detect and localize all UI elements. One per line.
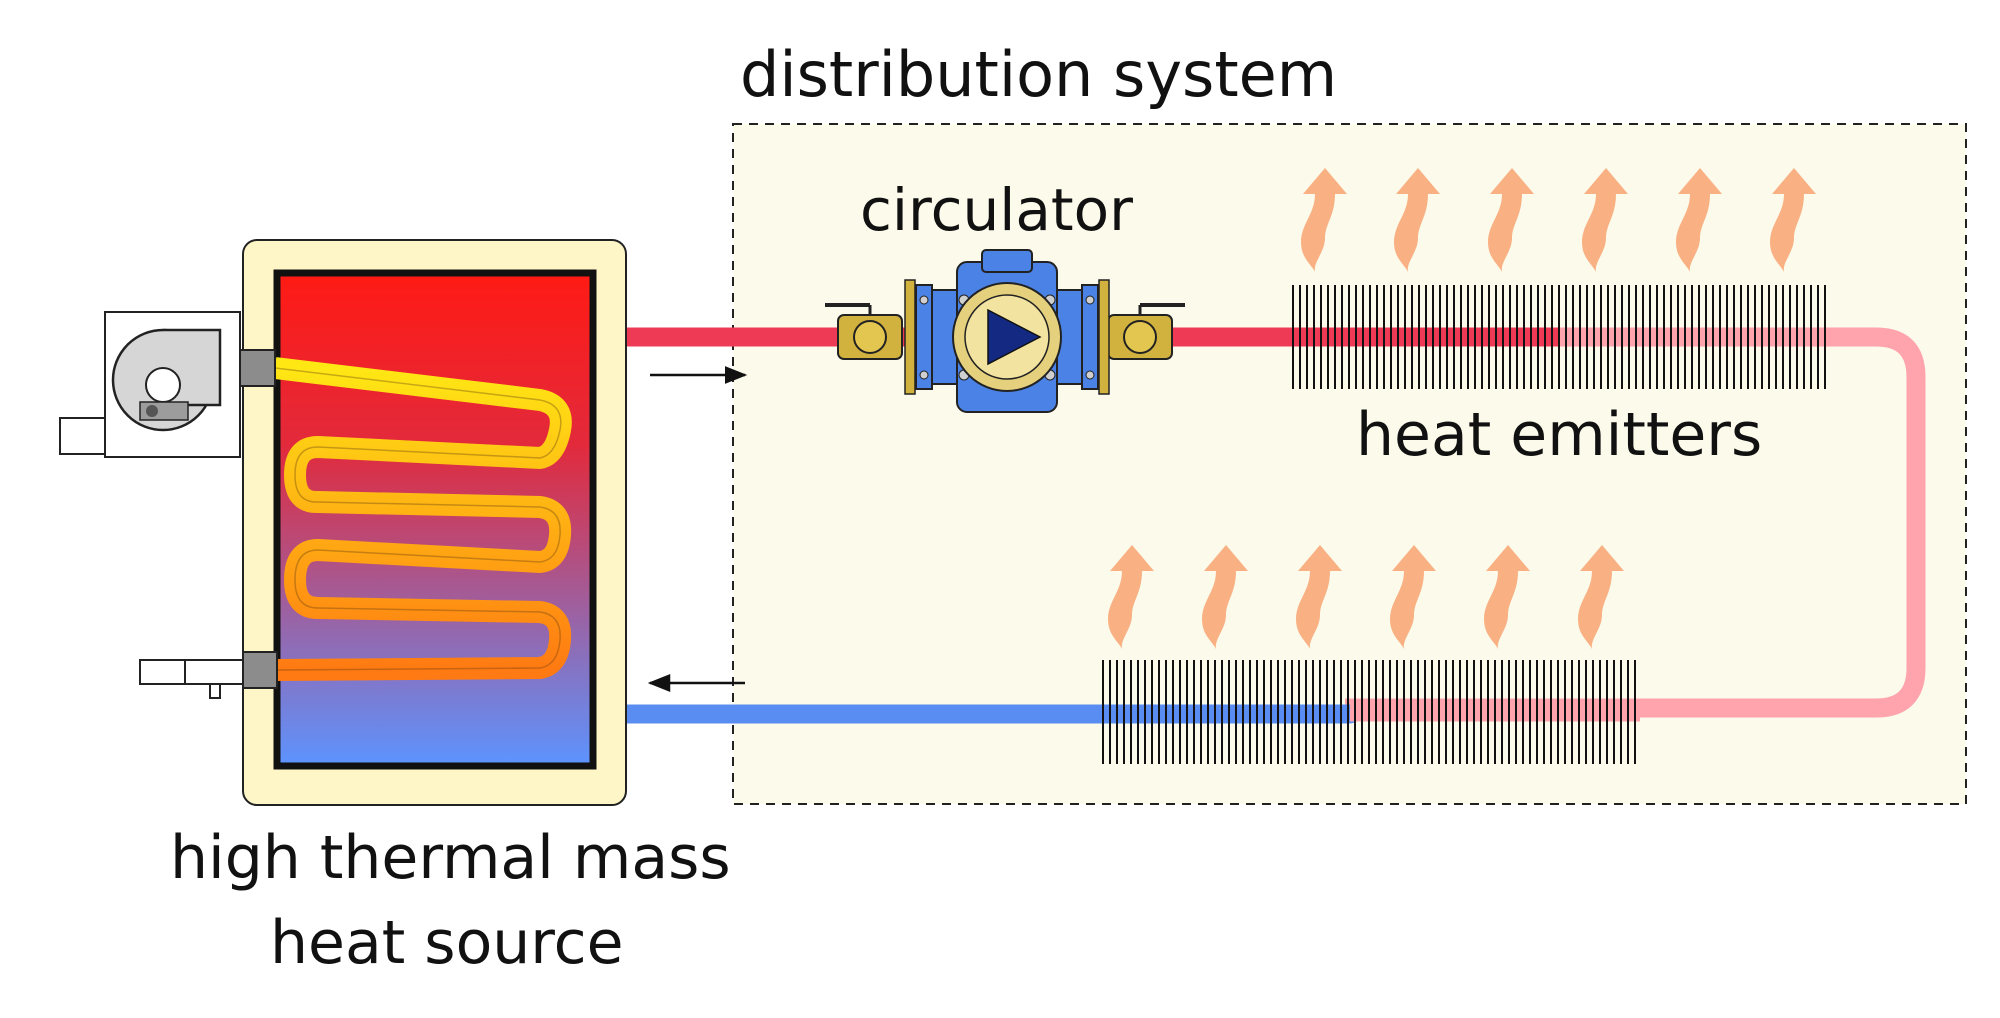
heat-rise-arrow-icon (1578, 545, 1624, 649)
coil-outlet-pipe (139, 659, 244, 699)
heat-emitters-label: heat emitters (1356, 400, 1762, 470)
distribution-system-label: distribution system (740, 38, 1337, 111)
heat-rise-arrow-icon (1676, 168, 1722, 272)
heat-source-label-line1: high thermal mass (170, 823, 731, 893)
ball-valve-icon (825, 303, 903, 360)
circulator-label: circulator (860, 176, 1133, 244)
heat-source-label-line2: heat source (270, 908, 624, 978)
heat-rise-arrow-icon (1770, 168, 1816, 272)
lower-heat-emitter (1102, 660, 1636, 764)
coil-outlet-sleeve (242, 651, 278, 689)
cooled-loop-pipe (1350, 327, 1926, 718)
heat-rise-arrow-icon (1582, 168, 1628, 272)
burner-icon (59, 311, 241, 458)
circulator-pump-icon (904, 249, 1110, 413)
upper-heat-emitter (1292, 285, 1826, 389)
heat-rise-arrow-icon (1484, 545, 1530, 649)
heat-rise-arrow-icon (1488, 168, 1534, 272)
heat-rise-arrow-icon (1390, 545, 1436, 649)
heating-coil (273, 357, 572, 681)
distribution-system-zone (732, 123, 1967, 805)
heat-rise-arrow-icon (1202, 545, 1248, 649)
heat-rise-arrow-icon (1301, 168, 1347, 272)
heat-rise-arrow-icon (1394, 168, 1440, 272)
heat-rise-arrow-icon (1108, 545, 1154, 649)
heat-rise-arrows (1108, 168, 1816, 649)
heat-rise-arrow-icon (1296, 545, 1342, 649)
heat-source-tank (273, 269, 597, 770)
